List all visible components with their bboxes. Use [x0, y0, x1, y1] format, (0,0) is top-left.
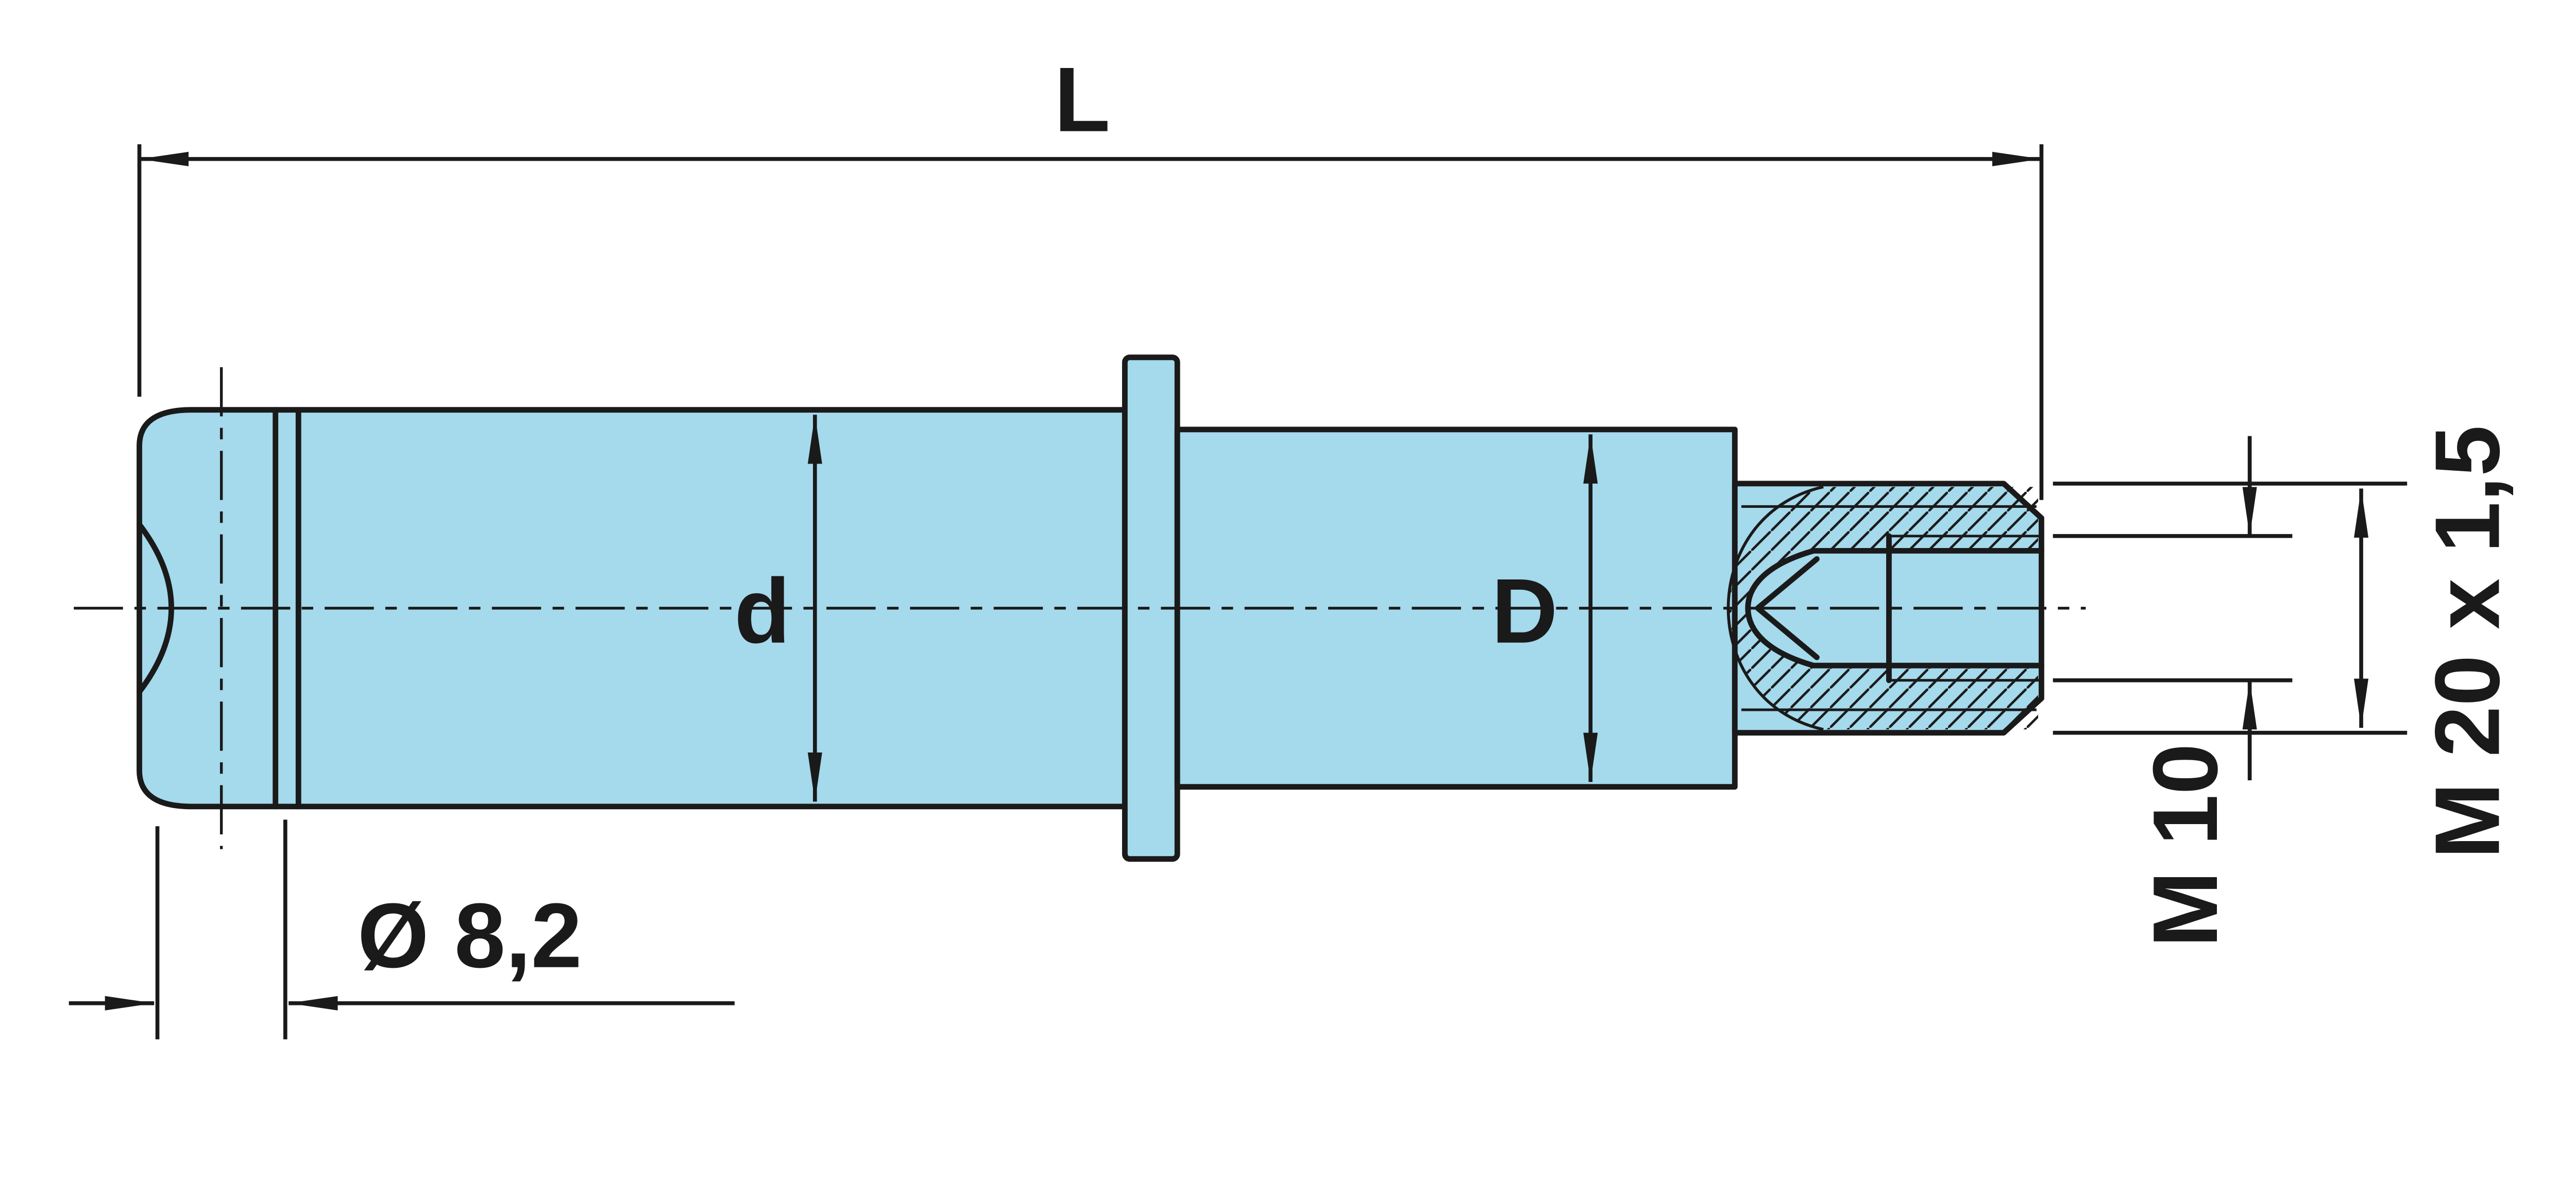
label-cross-hole-diameter: Ø 8,2 [358, 884, 582, 987]
drawing-page: L d D Ø 8,2 M 10 M 20 x 1,5 [69, 48, 2519, 1039]
label-body-diameter: D [1492, 560, 1558, 662]
dimension-labels: L d D Ø 8,2 M 10 M 20 x 1,5 [358, 48, 2519, 987]
label-shaft-diameter: d [734, 560, 790, 662]
dimension-lines [69, 151, 2369, 1011]
technical-drawing-canvas: L d D Ø 8,2 M 10 M 20 x 1,5 [69, 48, 2519, 1039]
label-external-thread: M 20 x 1,5 [2416, 425, 2518, 859]
centerlines [74, 367, 2086, 849]
label-internal-thread: M 10 [2134, 743, 2236, 947]
label-overall-length: L [1054, 48, 1110, 151]
dimension-extension-lines [137, 144, 2408, 1039]
pin-head-and-shaft [137, 407, 1128, 810]
